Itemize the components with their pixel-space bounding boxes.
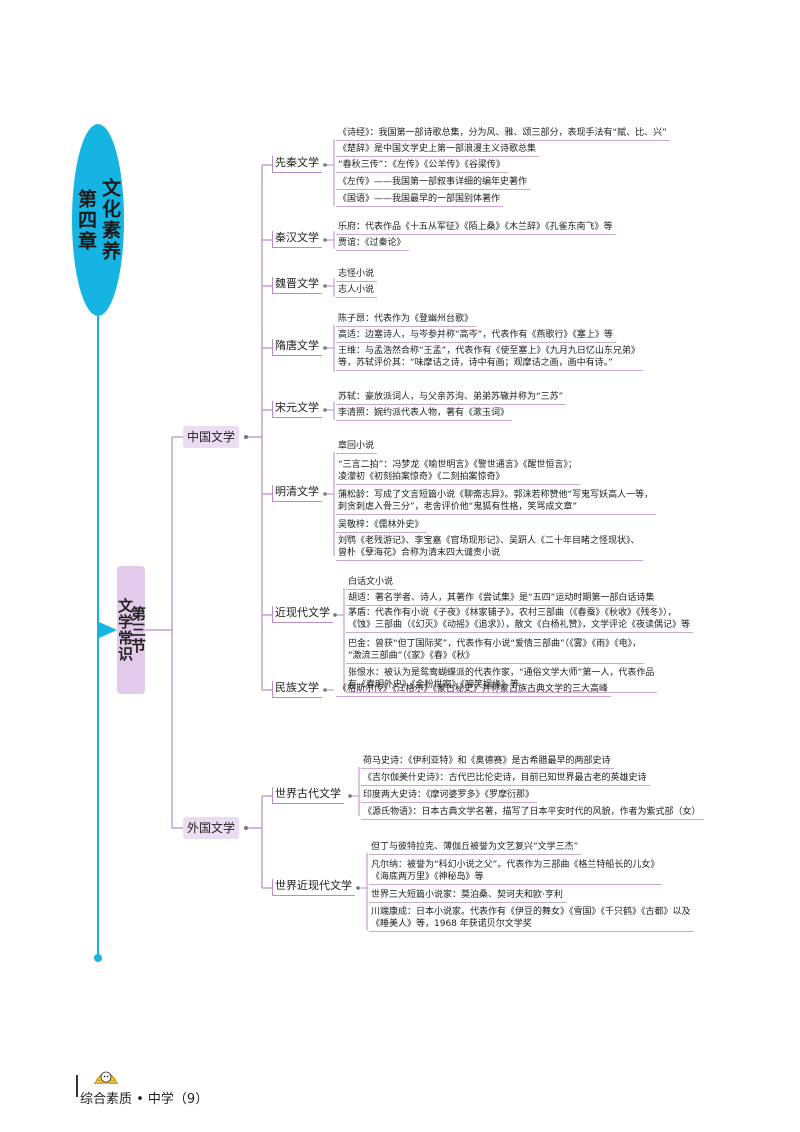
leaf-wangwei: 王维：与孟浩然合称“王孟”，代表作有《使至塞上》《九月九日忆山东兄弟》 等，苏轼… [336,345,643,371]
leaf-wujingzi: 吴敬梓：《儒林外史》 [336,519,427,533]
leaf-shijing: 《诗经》：我国第一部诗歌总集，分为风、雅、颂三部分，表现手法有“赋、比、兴” [336,127,670,141]
leaf-zuozhuan: 《左传》——我国第一部叙事详细的编年史著作 [336,176,531,190]
leaf-chuci: 《楚辞》是中国文学史上第一部浪漫主义诗歌总集 [336,143,540,157]
footer-bar [76,1075,78,1097]
node-mingqing[interactable]: 明清文学 [272,482,322,502]
leaf-chunqiu: “春秋三传”：《左传》《公羊传》《谷梁传》 [336,159,508,173]
leaf-pusongling: 蒲松龄：写成了文言短篇小说《聊斋志异》。郭沫若称赞他“写鬼写妖高人一等， 刺贪刺… [336,489,657,515]
node-songyuan[interactable]: 宋元文学 [272,398,322,418]
foreign-node-dot [244,826,248,830]
node-world-modern[interactable]: 世界近现代文学 [272,876,355,896]
chinese-node-dot [244,435,248,439]
node-jinxiandai[interactable]: 近现代文学 [272,603,333,623]
leaf-gesier: 《格斯尔传》《江格尔》《蒙古秘史》并称蒙古族古典文学的三大高峰 [336,683,612,697]
chapter-badge: 文化素养 第四章 [72,124,124,316]
section-title-col2: 文学常识 [116,598,134,662]
leaf-chenziang: 陈子昂：代表作为《登幽州台歌》 [336,313,477,327]
chapter-title-col2: 文化素养 [99,178,121,262]
leaf-zhiguai: 志怪小说 [336,268,378,282]
leaf-zhiren: 志人小说 [336,284,378,298]
section-branches [145,436,183,829]
node-xianqin[interactable]: 先秦文学 [272,153,322,173]
leaf-guoyu: 《国语》——我国最早的一部国别体著作 [336,193,504,207]
leaf-zhanghui: 章回小说 [336,440,378,454]
mascot-icon [94,1071,118,1084]
leaf-baihua: 白话文小说 [346,576,397,590]
leaf-homer: 荷马史诗：《伊利亚特》和《奥德赛》是古希腊最早的两部史诗 [361,755,614,769]
leaf-genji: 《源氏物语》：日本古典文学名著，描写了日本平安时代的风貌，作者为紫式部（女） [361,806,704,820]
node-weijin[interactable]: 魏晋文学 [272,274,322,294]
leaf-jiayi: 贾谊：《过秦论》 [336,237,409,251]
leaf-dante: 但丁与彼特拉克、薄伽丘被誉为文艺复兴“文学三杰” [369,841,582,855]
node-dots [323,163,360,890]
leaf-zhanghenshui: 张恨水：被认为是鸳鸯蝴蝶派的代表作家，“通俗文学大师”第一人，代表作品 有《春明… [346,667,658,693]
chinese-branches [246,164,272,691]
chapter-title-col1: 第四章 [75,188,97,252]
leaf-gilgamesh: 《吉尔伽美什史诗》：古代巴比伦史诗，目前已知世界最古老的英雄史诗 [361,772,650,786]
leaf-qianze: 刘鹗《老残游记》、李宝嘉《官场现形记》、吴趼人《二十年目睹之怪现状》、 曾朴《孽… [336,535,643,561]
leaf-sanyan: “三言二拍”：冯梦龙《喻世明言》《警世通言》《醒世恒言》； 凌濛初《初刻拍案惊奇… [336,459,580,485]
node-foreign-literature[interactable]: 外国文学 [183,817,240,839]
leaf-india-epics: 印度两大史诗：《摩诃婆罗多》《罗摩衍那》 [361,789,538,803]
footer-page-label: 综合素质 • 中学（9） [80,1092,209,1107]
node-qinhan[interactable]: 秦汉文学 [272,228,322,248]
leaf-short-story: 世界三大短篇小说家：莫泊桑、契诃夫和欧·亨利 [369,889,566,903]
leaf-bajin: 巴金：曾获“但丁国际奖”，代表作有小说“爱情三部曲”（《雾》《雨》《电》， “激… [346,638,645,664]
leaf-liqingzhao: 李清照：婉约派代表人物，著有《漱玉词》 [336,407,513,421]
section-title-col1: 第三节 [129,606,147,654]
foreign-branches [246,795,272,889]
section-badge: 第三节 文学常识 [116,566,147,694]
leaf-hushi: 胡适：著名学者、诗人，其著作《尝试集》是“五四”运动时期第一部白话诗集 [346,592,658,606]
node-world-ancient[interactable]: 世界古代文学 [272,784,344,804]
leaf-verne: 凡尔纳：被誉为“科幻小说之父”。代表作为三部曲《格兰特船长的儿女》 《海底两万里… [369,859,663,885]
leaf-yuefu: 乐府：代表作品《十五从军征》《陌上桑》《木兰辞》《孔雀东南飞》等 [336,221,616,235]
leaf-gaoshi: 高适：边塞诗人，与岑参并称“高岑”，代表作有《燕歌行》《塞上》等 [336,329,616,343]
leaf-maodun: 茅盾：代表作有小说《子夜》《林家铺子》，农村三部曲（《春蚕》《秋收》《残冬》），… [346,607,694,633]
node-chinese-literature[interactable]: 中国文学 [183,426,240,448]
trunk-arrow [99,622,117,638]
leaf-sushi: 苏轼：豪放派词人，与父亲苏洵、弟弟苏辙并称为“三苏” [336,391,567,405]
trunk-end-dot [94,954,102,962]
node-minzu[interactable]: 民族文学 [272,678,322,698]
node-suitang[interactable]: 隋唐文学 [272,336,322,356]
leaf-kawabata: 川端康成：日本小说家。代表作有《伊豆的舞女》《雪国》《千只鹤》《古都》以及 《睡… [369,906,694,932]
